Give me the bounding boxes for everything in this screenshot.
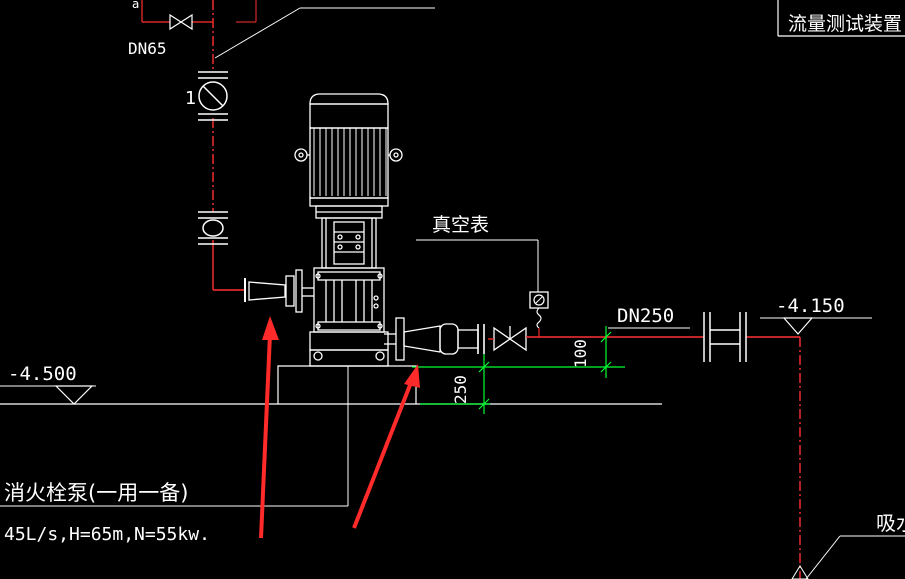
check-valve-icon bbox=[198, 71, 228, 121]
annotation-arrow-right bbox=[352, 364, 420, 529]
dn65-label: DN65 bbox=[128, 39, 167, 58]
dim-100-label: 100 bbox=[571, 339, 590, 368]
dim-250-label: 250 bbox=[451, 375, 470, 404]
dn250-label: DN250 bbox=[617, 305, 674, 327]
dimension-lines bbox=[412, 326, 625, 414]
discharge-riser: 1 bbox=[185, 0, 314, 313]
pump-title-label: 消火栓泵(一用一备) bbox=[4, 481, 188, 505]
elevation-marker-right: -4.150 bbox=[760, 295, 872, 335]
pump-spec-label: 45L/s,H=65m,N=55kw. bbox=[4, 524, 210, 545]
vacuum-gauge-label: 真空表 bbox=[432, 214, 489, 236]
flange-pair-icon bbox=[703, 312, 747, 362]
gauge-icon bbox=[533, 294, 545, 306]
suction-valve-icon bbox=[493, 326, 512, 352]
top-leader bbox=[214, 0, 435, 59]
flow-test-title-box: 流量测试装置 bbox=[777, 0, 905, 37]
pump-foundation bbox=[0, 365, 662, 405]
elevation-triangle-icon bbox=[782, 317, 814, 335]
suction-piping: DN250 bbox=[384, 305, 801, 579]
elevation-marker-left: -4.500 bbox=[0, 363, 96, 405]
vacuum-gauge: 真空表 bbox=[416, 214, 549, 337]
valve-number: 1 bbox=[185, 88, 196, 109]
elevation-right-label: -4.150 bbox=[776, 295, 845, 317]
elevation-left-label: -4.500 bbox=[8, 363, 77, 385]
svg-text:a: a bbox=[132, 0, 139, 11]
suction-label-block: 吸水 bbox=[791, 511, 905, 579]
dn65-branch: a DN65 bbox=[128, 0, 213, 58]
flow-test-label: 流量测试装置 bbox=[788, 13, 902, 35]
elevation-triangle-icon bbox=[54, 385, 94, 405]
pump-label-block: 消火栓泵(一用一备) 45L/s,H=65m,N=55kw. bbox=[0, 366, 349, 545]
butterfly-valve-icon bbox=[198, 211, 228, 245]
vertical-fire-pump bbox=[294, 93, 403, 367]
gate-valve-icon bbox=[169, 13, 183, 31]
suction-label: 吸水 bbox=[876, 511, 905, 535]
annotation-arrow-left bbox=[259, 316, 279, 539]
